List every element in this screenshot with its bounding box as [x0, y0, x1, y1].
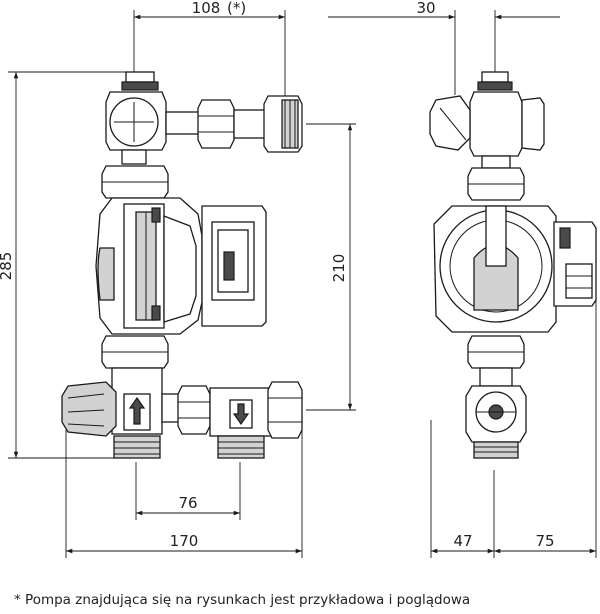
front-valve-neck [121, 149, 147, 165]
side-valve-body [469, 91, 523, 157]
dim-top-left: 108 [192, 0, 221, 17]
front-pump-flange [163, 215, 197, 323]
side-view [429, 71, 597, 459]
dimension-lines [8, 10, 597, 558]
side-bypass-elbow [429, 95, 471, 151]
front-flow-arrow-down [232, 403, 250, 426]
front-pump-screw-bottom [151, 305, 161, 321]
dimension-labels: 108 (*) 30 285 210 76 170 47 75 [0, 0, 555, 550]
side-pump-terminal [565, 263, 593, 299]
front-hex-nut-top [197, 99, 235, 149]
front-bottom-thread-left [113, 435, 161, 459]
side-pump-shaft [485, 205, 507, 267]
dim-height-ports: 210 [330, 254, 348, 283]
footnote: * Pompa znajdująca się na rysunkach jest… [14, 592, 471, 608]
dim-height-total: 285 [0, 252, 15, 281]
front-pump-volute-shade [97, 247, 115, 301]
front-top-cap [125, 71, 155, 83]
dim-top-right: 30 [416, 0, 435, 17]
front-pump-connector [223, 251, 235, 281]
front-right-port [267, 381, 303, 439]
front-hex-nut-lower [177, 385, 211, 435]
front-bottom-thread-right [217, 435, 265, 459]
side-top-cap [481, 71, 509, 83]
side-valve-knob [521, 97, 545, 151]
side-top-nut [477, 81, 513, 91]
front-top-nut [121, 81, 159, 91]
side-valve-neck [481, 155, 511, 169]
dim-side-left: 47 [453, 532, 472, 550]
front-pump-screw-top [151, 207, 161, 223]
front-ball-valve-handle [61, 381, 117, 437]
side-lower-stem [479, 367, 513, 387]
dim-side-right: 75 [535, 532, 554, 550]
side-bottom-thread [473, 441, 519, 459]
front-view [61, 71, 303, 459]
dim-top-left-suffix: (*) [227, 0, 246, 17]
front-bypass-pipe [165, 111, 203, 135]
side-pump-connector-top [559, 227, 571, 249]
front-connector-pipe [233, 109, 269, 139]
dim-port-spacing: 76 [178, 494, 197, 512]
dim-width-front: 170 [170, 532, 199, 550]
front-flow-arrow-up [128, 396, 146, 425]
